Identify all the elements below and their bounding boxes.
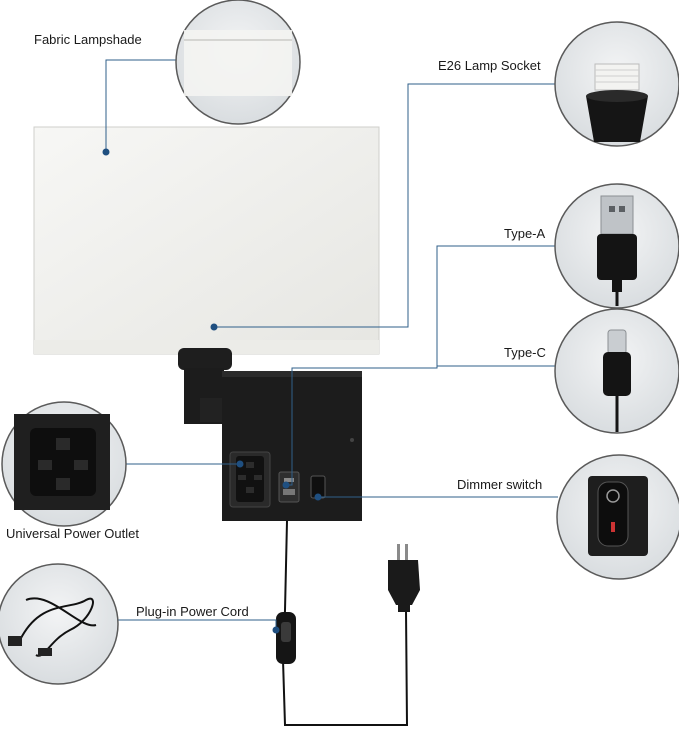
callout-outlet: Universal Power Outlet [6, 526, 139, 541]
detail-lampshade [175, 0, 301, 125]
leader-dots [102, 148, 322, 634]
callout-socket: E26 Lamp Socket [438, 58, 541, 73]
detail-dimmer [556, 454, 679, 580]
callout-lampshade: Fabric Lampshade [34, 32, 142, 47]
detail-socket [554, 21, 679, 147]
detail-cord [0, 563, 119, 685]
detail-outlet [1, 401, 127, 527]
callout-type-a: Type-A [504, 226, 546, 241]
lampshade [33, 126, 380, 355]
leader-type-a [286, 245, 556, 486]
wall-lamp [33, 126, 420, 726]
lamp-socket-base [178, 348, 232, 370]
detail-type-a [554, 183, 679, 309]
callout-dimmer: Dimmer switch [457, 477, 543, 492]
detail-type-c [554, 308, 679, 434]
leader-socket [214, 83, 558, 328]
power-cord [281, 520, 409, 726]
power-plug [388, 544, 420, 612]
leader-lampshade [105, 59, 182, 152]
callout-type-c: Type-C [504, 345, 546, 360]
plate-usb-ports [278, 471, 300, 503]
callout-cord: Plug-in Power Cord [136, 604, 249, 619]
leader-cord [100, 619, 277, 630]
